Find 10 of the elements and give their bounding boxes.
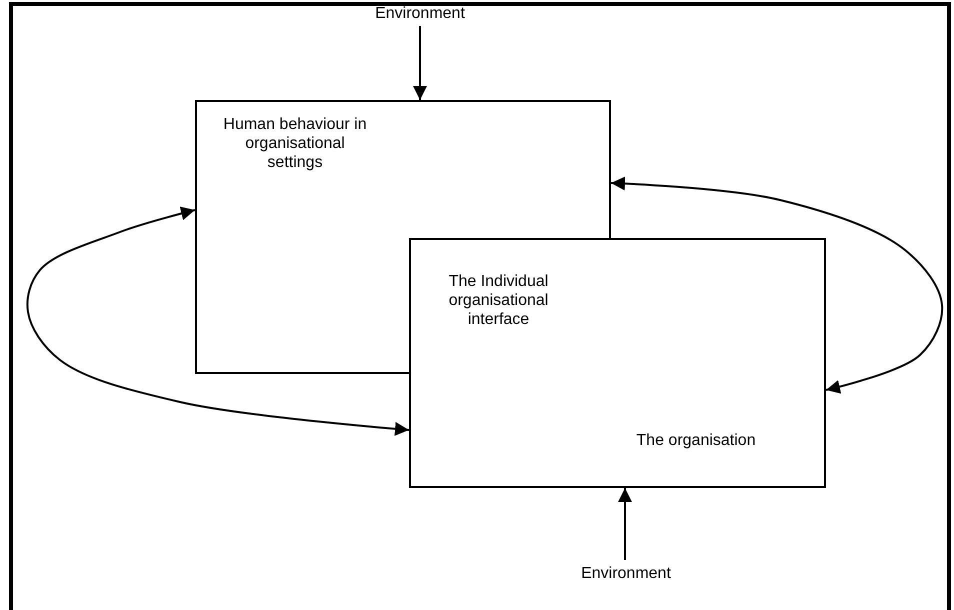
environment-label: Environment <box>580 564 672 583</box>
box-label: The Individual organisational interface <box>448 272 550 329</box>
environment-label: Environment <box>374 4 466 23</box>
process-box <box>409 238 826 488</box>
box-label: Human behaviour in organisational settings <box>222 115 368 172</box>
arrow <box>610 176 944 394</box>
box-label: The organisation <box>635 431 757 450</box>
arrow <box>618 488 632 560</box>
arrow <box>413 26 427 100</box>
arrow <box>26 206 410 436</box>
